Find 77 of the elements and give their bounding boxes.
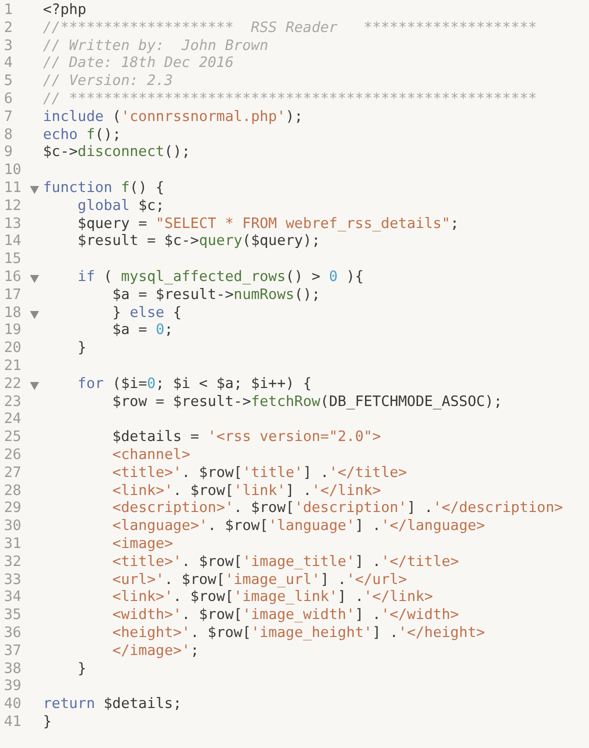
code-comment: // Written by: John Brown bbox=[43, 38, 268, 55]
line-number: 29 bbox=[4, 500, 22, 518]
code-line: $result = $c->query($query); bbox=[78, 233, 320, 250]
code-line: } bbox=[78, 340, 86, 358]
line-number: 33 bbox=[4, 572, 22, 589]
code-line: $details = '<rss version="2.0"> bbox=[112, 429, 381, 446]
line-number: 10 bbox=[4, 162, 22, 180]
code-line: <image> bbox=[112, 536, 174, 553]
line-number: 19 bbox=[4, 322, 22, 340]
line-number: 40 bbox=[4, 696, 22, 714]
line-number: 37 bbox=[4, 642, 22, 660]
code-line: <language>'. $row['language'] .'</language> bbox=[112, 518, 485, 536]
code-line: global $c; bbox=[78, 198, 164, 215]
line-number: 35 bbox=[4, 607, 22, 624]
code-line: <link>'. $row['link'] .'</link> bbox=[112, 482, 381, 500]
line-number: 31 bbox=[4, 536, 22, 553]
line-number: 23 bbox=[4, 394, 22, 411]
code-line: function f() { bbox=[43, 180, 164, 197]
code-line: for ($i=0; $i < $a; $i++) { bbox=[78, 376, 312, 393]
line-number: 36 bbox=[4, 625, 22, 642]
code-line: $query = "SELECT * FROM webref_rss_details"; bbox=[78, 216, 459, 233]
line-number: 28 bbox=[4, 482, 22, 500]
line-number: 4 bbox=[4, 55, 14, 72]
line-number: 2 bbox=[4, 20, 14, 37]
line-number: 17 bbox=[4, 286, 22, 304]
code-line: } bbox=[43, 714, 52, 731]
code-comment: // Version: 2.3 bbox=[43, 73, 173, 90]
code-line: <title>'. $row['title'] .'</title> bbox=[112, 464, 407, 482]
line-number: 21 bbox=[4, 358, 22, 375]
code-line: } else { bbox=[112, 304, 182, 322]
line-number: 15 bbox=[4, 251, 22, 268]
line-number: 9 bbox=[4, 144, 14, 162]
code-line: $a = 0; bbox=[112, 322, 174, 340]
code-line: <link>'. $row['image_link'] .'</link> bbox=[112, 589, 433, 606]
line-number: 18 bbox=[4, 304, 22, 322]
line-number: 24 bbox=[4, 411, 22, 428]
line-number: 20 bbox=[4, 340, 22, 358]
code-line: if ( mysql_affected_rows() > 0 ){ bbox=[78, 269, 364, 286]
code-line: } bbox=[78, 660, 86, 678]
code-line: <height>'. $row['image_height'] .'</height> bbox=[112, 625, 485, 642]
line-number: 11 bbox=[4, 180, 22, 197]
line-number: 7 bbox=[4, 108, 14, 126]
line-number: 38 bbox=[4, 660, 22, 678]
code-line: <title>'. $row['image_title'] .'</title> bbox=[112, 554, 459, 571]
line-number: 25 bbox=[4, 429, 22, 446]
code-comment: //******************** RSS Reader ******************** bbox=[43, 20, 537, 37]
code-line: $a = $result->numRows(); bbox=[112, 286, 320, 304]
code-line: $row = $result->fetchRow(DB_FETCHMODE_ASSOC); bbox=[112, 394, 502, 411]
line-number: 5 bbox=[4, 73, 14, 90]
line-number: 32 bbox=[4, 554, 22, 571]
code-line: <?php bbox=[43, 2, 86, 19]
code-comment: // ****************************************************** bbox=[43, 91, 537, 108]
code-line: <channel> bbox=[112, 447, 190, 464]
line-number: 1 bbox=[4, 2, 14, 19]
code-line: return $details; bbox=[43, 696, 182, 714]
code-comment: // Date: 18th Dec 2016 bbox=[43, 55, 234, 72]
code-line: echo f(); bbox=[43, 126, 121, 144]
code-line: </image>'; bbox=[112, 642, 200, 660]
code-line: <url>'. $row['image_url'] .'</url> bbox=[112, 572, 407, 589]
line-number: 39 bbox=[4, 678, 22, 696]
code-line: $c->disconnect(); bbox=[43, 144, 190, 162]
line-number: 34 bbox=[4, 589, 22, 606]
line-number: 22 bbox=[4, 376, 22, 393]
line-number: 8 bbox=[4, 126, 14, 144]
line-number: 41 bbox=[4, 714, 22, 731]
line-number: 30 bbox=[4, 518, 22, 536]
line-number: 14 bbox=[4, 233, 22, 250]
line-number: 13 bbox=[4, 216, 22, 233]
code-line: <description>'. $row['description'] .'</description> bbox=[112, 500, 563, 518]
line-number: 6 bbox=[4, 91, 14, 108]
line-number: 12 bbox=[4, 198, 22, 215]
line-number: 16 bbox=[4, 269, 22, 286]
line-number: 26 bbox=[4, 447, 22, 464]
code-line: <width>'. $row['image_width'] .'</width> bbox=[112, 607, 459, 624]
line-number: 3 bbox=[4, 38, 14, 55]
code-line: include ('connrssnormal.php'); bbox=[43, 108, 303, 126]
line-number: 27 bbox=[4, 464, 22, 482]
